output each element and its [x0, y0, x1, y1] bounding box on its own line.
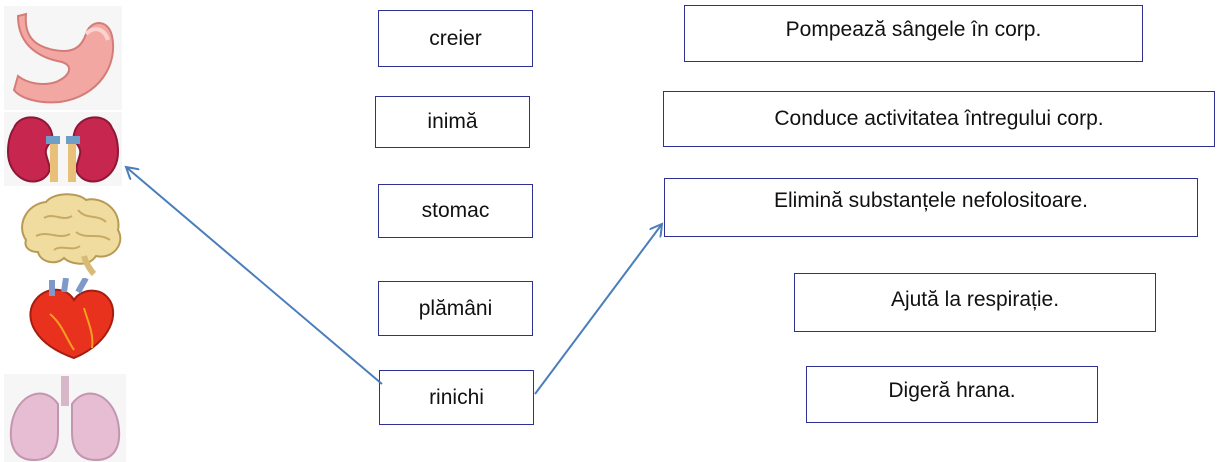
word-box-stomac[interactable]: stomac: [378, 184, 533, 238]
kidneys-icon: [6, 116, 120, 183]
function-box-digera[interactable]: Digeră hrana.: [806, 366, 1098, 423]
kidneys-image: [4, 112, 122, 186]
function-box-pompeaza[interactable]: Pompează sângele în corp.: [684, 5, 1143, 62]
arrow-rinichi-to-kidneys: [126, 167, 383, 385]
brain-icon: [21, 193, 122, 276]
word-box-plamani[interactable]: plămâni: [378, 281, 533, 336]
function-box-elimina[interactable]: Elimină substanțele nefolositoare.: [664, 178, 1198, 237]
word-box-inima[interactable]: inimă: [375, 96, 530, 148]
arrow-rinichi-to-elimina: [534, 224, 662, 395]
function-box-conduce[interactable]: Conduce activitatea întregului corp.: [663, 91, 1215, 147]
lungs-icon: [9, 376, 121, 462]
heart-icon: [29, 278, 115, 360]
stomach-icon: [12, 12, 115, 104]
heart-image: [14, 278, 128, 360]
lungs-image: [4, 374, 126, 462]
stomach-image: [4, 6, 122, 110]
word-box-creier[interactable]: creier: [378, 10, 533, 67]
function-box-ajuta[interactable]: Ajută la respirație.: [794, 273, 1156, 332]
word-box-rinichi[interactable]: rinichi: [379, 370, 534, 425]
brain-image: [14, 190, 128, 276]
